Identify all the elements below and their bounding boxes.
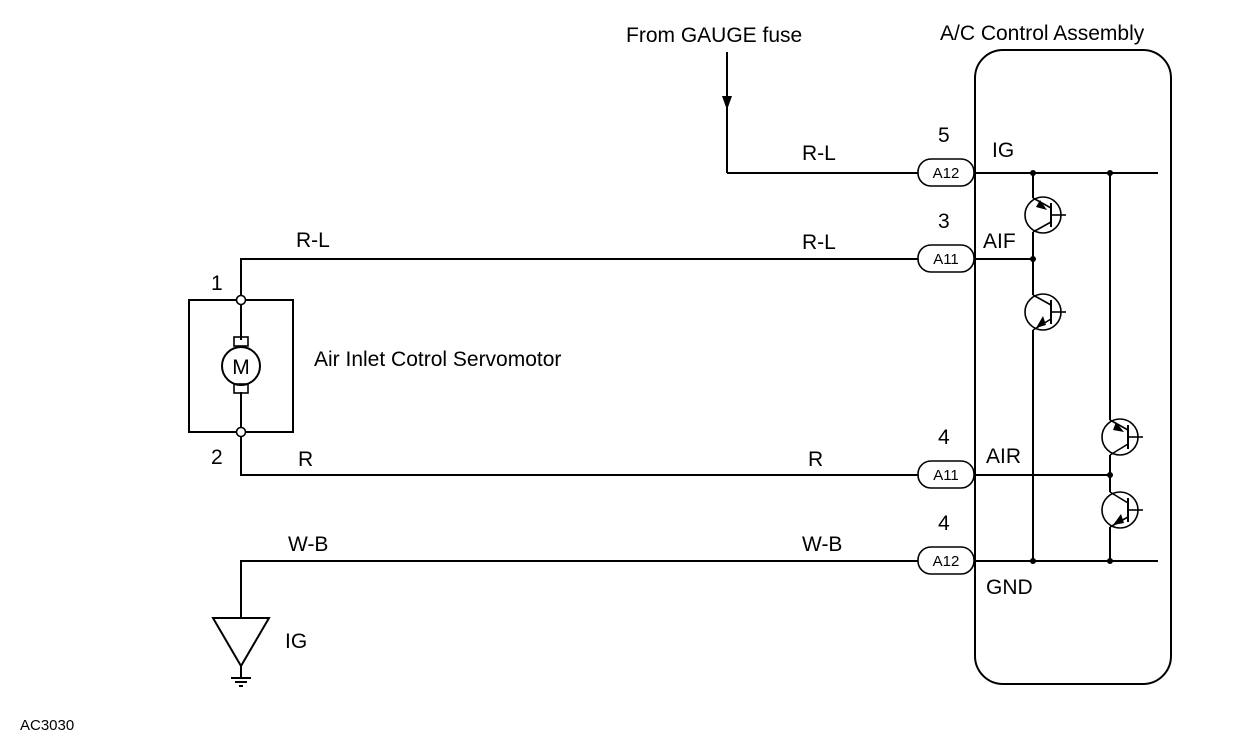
connector-gnd-pin: 4 xyxy=(938,512,950,535)
connector-ig-code: A12 xyxy=(933,165,960,182)
figure-code: AC3030 xyxy=(20,717,74,734)
motor-pin1-node xyxy=(235,294,247,306)
motor-pin2-label: 2 xyxy=(211,446,223,469)
transistor-icon xyxy=(1101,418,1143,456)
connector-air-code: A11 xyxy=(933,467,959,484)
connector-aif-code: A11 xyxy=(933,251,959,268)
connector-ig-pin: 5 xyxy=(938,124,950,147)
motor-label: Air Inlet Cotrol Servomotor xyxy=(314,348,561,371)
terminal-air-label: AIR xyxy=(986,445,1021,468)
ac-control-assembly-box xyxy=(974,49,1172,685)
wire-color-air-left: R xyxy=(298,448,313,471)
internal-circuit xyxy=(974,170,1158,564)
wire-color-air-right: R xyxy=(808,448,823,471)
motor-icon xyxy=(221,346,261,386)
motor-pin1-label: 1 xyxy=(211,272,223,295)
connector-aif-pin: 3 xyxy=(938,210,950,233)
motor-pin2-node xyxy=(235,426,247,438)
arrow-down-icon xyxy=(722,96,732,110)
ground-label: IG xyxy=(285,630,307,653)
wire-color-aif-left: R-L xyxy=(296,229,330,252)
wire-color-ig-right: R-L xyxy=(802,142,836,165)
air-wire xyxy=(240,432,918,476)
ground-triangle-icon xyxy=(211,617,271,668)
connector-gnd-code: A12 xyxy=(933,553,960,570)
terminal-gnd-label: GND xyxy=(986,576,1033,599)
wire-color-gnd-right: W-B xyxy=(802,533,842,556)
aif-wire xyxy=(240,258,918,300)
connector-air-pin: 4 xyxy=(938,426,950,449)
terminal-ig-label: IG xyxy=(992,139,1014,162)
wire-color-gnd-left: W-B xyxy=(288,533,328,556)
gnd-wire xyxy=(240,560,918,618)
transistor-icon xyxy=(1101,491,1143,529)
gauge-fuse-label: From GAUGE fuse xyxy=(626,24,802,47)
assembly-title: A/C Control Assembly xyxy=(940,22,1145,45)
transistor-icon xyxy=(1024,293,1066,331)
transistor-icon xyxy=(1024,196,1066,234)
terminal-aif-label: AIF xyxy=(983,230,1016,253)
motor-symbol: M xyxy=(232,356,250,379)
wire-color-aif-right: R-L xyxy=(802,231,836,254)
